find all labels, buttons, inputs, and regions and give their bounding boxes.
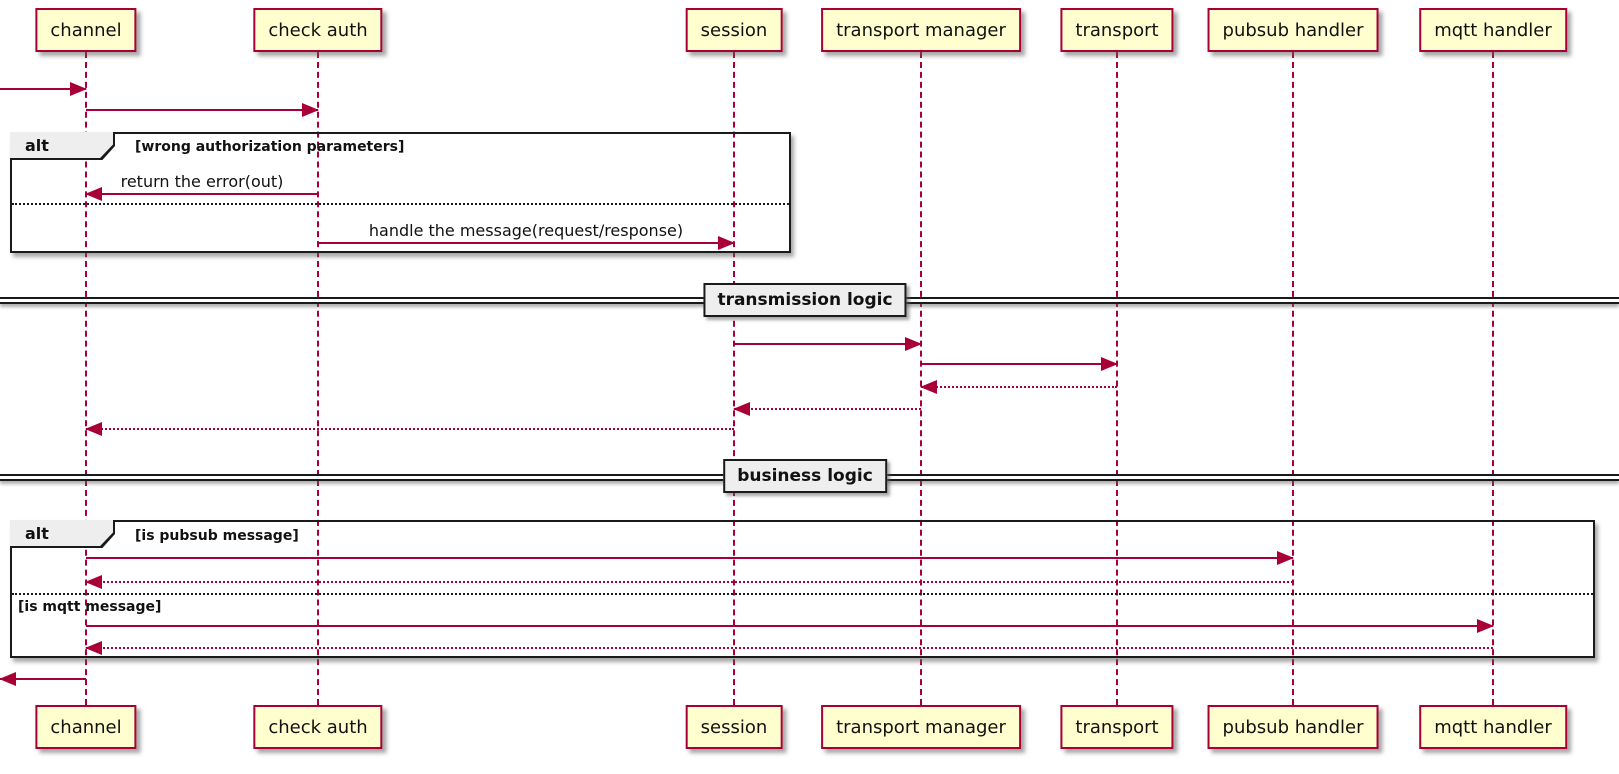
- participant-label: check auth: [268, 19, 368, 41]
- message-arrow-channel-to-check-auth: [86, 103, 319, 117]
- participant-label: pubsub handler: [1222, 19, 1364, 41]
- message-arrow-session-return: [85, 422, 734, 436]
- participant-bottom-pubsub-handler: pubsub handler: [1207, 705, 1379, 749]
- lifeline-pubsub-handler: [1292, 52, 1294, 705]
- participant-bottom-check-auth: check auth: [253, 705, 383, 749]
- participant-bottom-channel: channel: [35, 705, 137, 749]
- participant-label: channel: [50, 19, 122, 41]
- divider-label-business-logic: business logic: [723, 459, 887, 493]
- participant-label: transport: [1075, 19, 1159, 41]
- participant-top-check-auth: check auth: [253, 8, 383, 52]
- participant-label: check auth: [268, 716, 368, 738]
- message-arrow-outgoing: [0, 672, 86, 686]
- alt-condition-mqtt: [is mqtt message]: [18, 599, 162, 615]
- divider-label-transmission-logic: transmission logic: [703, 283, 907, 317]
- participant-label: pubsub handler: [1222, 716, 1364, 738]
- participant-top-mqtt-handler: mqtt handler: [1419, 8, 1567, 52]
- participant-label: transport: [1075, 716, 1159, 738]
- alt-condition-pubsub: [is pubsub message]: [135, 528, 299, 544]
- participant-label: mqtt handler: [1434, 19, 1552, 41]
- lifeline-check-auth: [317, 52, 319, 705]
- message-arrow-session-to-transport-manager: [734, 337, 922, 351]
- participant-bottom-mqtt-handler: mqtt handler: [1419, 705, 1567, 749]
- alt-frame-auth: alt [wrong authorization parameters]: [10, 132, 791, 253]
- message-arrow-transport-return: [920, 380, 1117, 394]
- message-arrow-handle-message: handle the message(request/response): [318, 221, 735, 250]
- participant-bottom-transport: transport: [1060, 705, 1174, 749]
- alt-operator-label: alt: [10, 132, 113, 158]
- message-arrow-mqtt-return: [85, 641, 1493, 655]
- participant-top-transport-manager: transport manager: [821, 8, 1021, 52]
- message-arrow-channel-to-mqtt: [86, 619, 1494, 633]
- lifeline-transport: [1116, 52, 1118, 705]
- message-arrow-pubsub-return: [85, 575, 1293, 589]
- message-arrow-incoming: [0, 82, 87, 96]
- lifeline-channel: [85, 52, 87, 705]
- participant-label: channel: [50, 716, 122, 738]
- alt-frame-message-type: alt [is pubsub message] [is mqtt message…: [10, 520, 1595, 658]
- participant-top-channel: channel: [35, 8, 137, 52]
- participant-label: mqtt handler: [1434, 716, 1552, 738]
- alt-else-divider: [12, 593, 1593, 595]
- participant-label: session: [700, 19, 768, 41]
- participant-top-pubsub-handler: pubsub handler: [1207, 8, 1379, 52]
- message-label-return-error: return the error(out): [120, 172, 284, 191]
- participant-top-transport: transport: [1060, 8, 1174, 52]
- alt-else-divider: [12, 203, 789, 205]
- participant-bottom-transport-manager: transport manager: [821, 705, 1021, 749]
- participant-label: transport manager: [836, 716, 1006, 738]
- participant-bottom-session: session: [685, 705, 783, 749]
- message-arrow-return-error: return the error(out): [85, 172, 318, 201]
- alt-condition-wrong-auth: [wrong authorization parameters]: [135, 139, 405, 155]
- lifeline-mqtt-handler: [1492, 52, 1494, 705]
- message-arrow-transport-manager-to-transport: [921, 357, 1118, 371]
- lifeline-transport-manager: [920, 52, 922, 705]
- lifeline-session: [733, 52, 735, 705]
- message-arrow-transport-manager-return: [733, 402, 921, 416]
- participant-label: session: [700, 716, 768, 738]
- message-arrow-channel-to-pubsub: [86, 551, 1294, 565]
- participant-label: transport manager: [836, 19, 1006, 41]
- alt-operator-tab: alt: [10, 520, 115, 548]
- participant-top-session: session: [685, 8, 783, 52]
- alt-operator-label: alt: [10, 520, 113, 546]
- message-label-handle-message: handle the message(request/response): [368, 221, 684, 240]
- alt-operator-tab: alt: [10, 132, 115, 160]
